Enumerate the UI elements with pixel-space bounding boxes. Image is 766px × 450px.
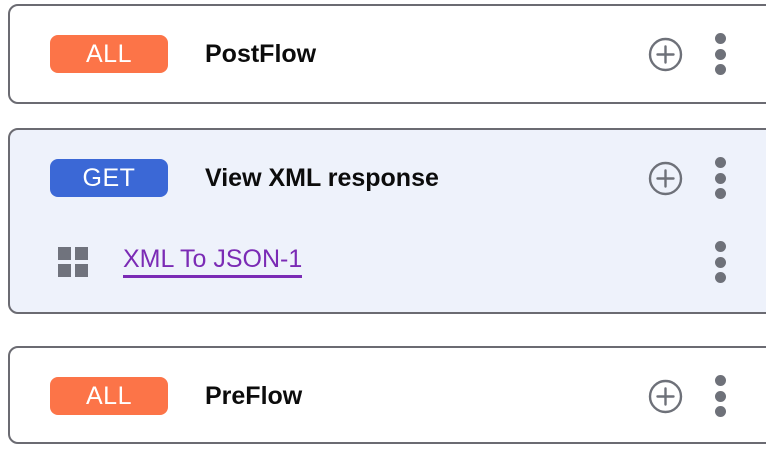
flow-title: View XML response (205, 163, 439, 192)
kebab-dot (714, 256, 726, 268)
plus-circle-icon[interactable] (648, 379, 683, 414)
grid-square (75, 247, 88, 260)
kebab-dot (714, 172, 726, 184)
kebab-menu-icon[interactable] (710, 157, 730, 199)
kebab-dot (714, 188, 726, 199)
flow-title: PreFlow (205, 381, 303, 410)
method-badge-get: GET (50, 159, 168, 197)
method-badge-all: ALL (50, 35, 168, 73)
kebab-menu-icon[interactable] (710, 241, 730, 283)
plus-circle-icon[interactable] (648, 37, 683, 72)
grid-square (58, 264, 71, 277)
kebab-menu-icon[interactable] (710, 33, 730, 75)
flow-card-postflow[interactable]: ALL PostFlow (8, 4, 766, 104)
grid-square (75, 264, 88, 277)
policy-link-xml-to-json-1[interactable]: XML To JSON-1 (123, 246, 303, 278)
plus-circle-icon[interactable] (648, 161, 683, 196)
kebab-dot (714, 48, 726, 60)
kebab-dot (714, 33, 726, 44)
kebab-dot (714, 241, 726, 252)
grid-square (58, 247, 71, 260)
kebab-dot (714, 64, 726, 75)
flow-card-preflow[interactable]: ALL PreFlow (8, 346, 766, 444)
flow-row-preflow[interactable]: ALL PreFlow (10, 368, 766, 424)
kebab-menu-icon[interactable] (710, 375, 730, 417)
flow-card-view-xml-response[interactable]: GET View XML response (8, 128, 766, 314)
kebab-dot (714, 375, 726, 386)
grid-policy-icon (58, 247, 88, 277)
flow-row-postflow[interactable]: ALL PostFlow (10, 26, 766, 82)
kebab-dot (714, 157, 726, 168)
kebab-dot (714, 390, 726, 402)
kebab-dot (714, 272, 726, 283)
policy-row-xml-to-json-1[interactable]: XML To JSON-1 (10, 234, 766, 290)
flow-row-view-xml-response[interactable]: GET View XML response (10, 150, 766, 206)
method-badge-all: ALL (50, 377, 168, 415)
flow-title: PostFlow (205, 39, 317, 68)
kebab-dot (714, 406, 726, 417)
